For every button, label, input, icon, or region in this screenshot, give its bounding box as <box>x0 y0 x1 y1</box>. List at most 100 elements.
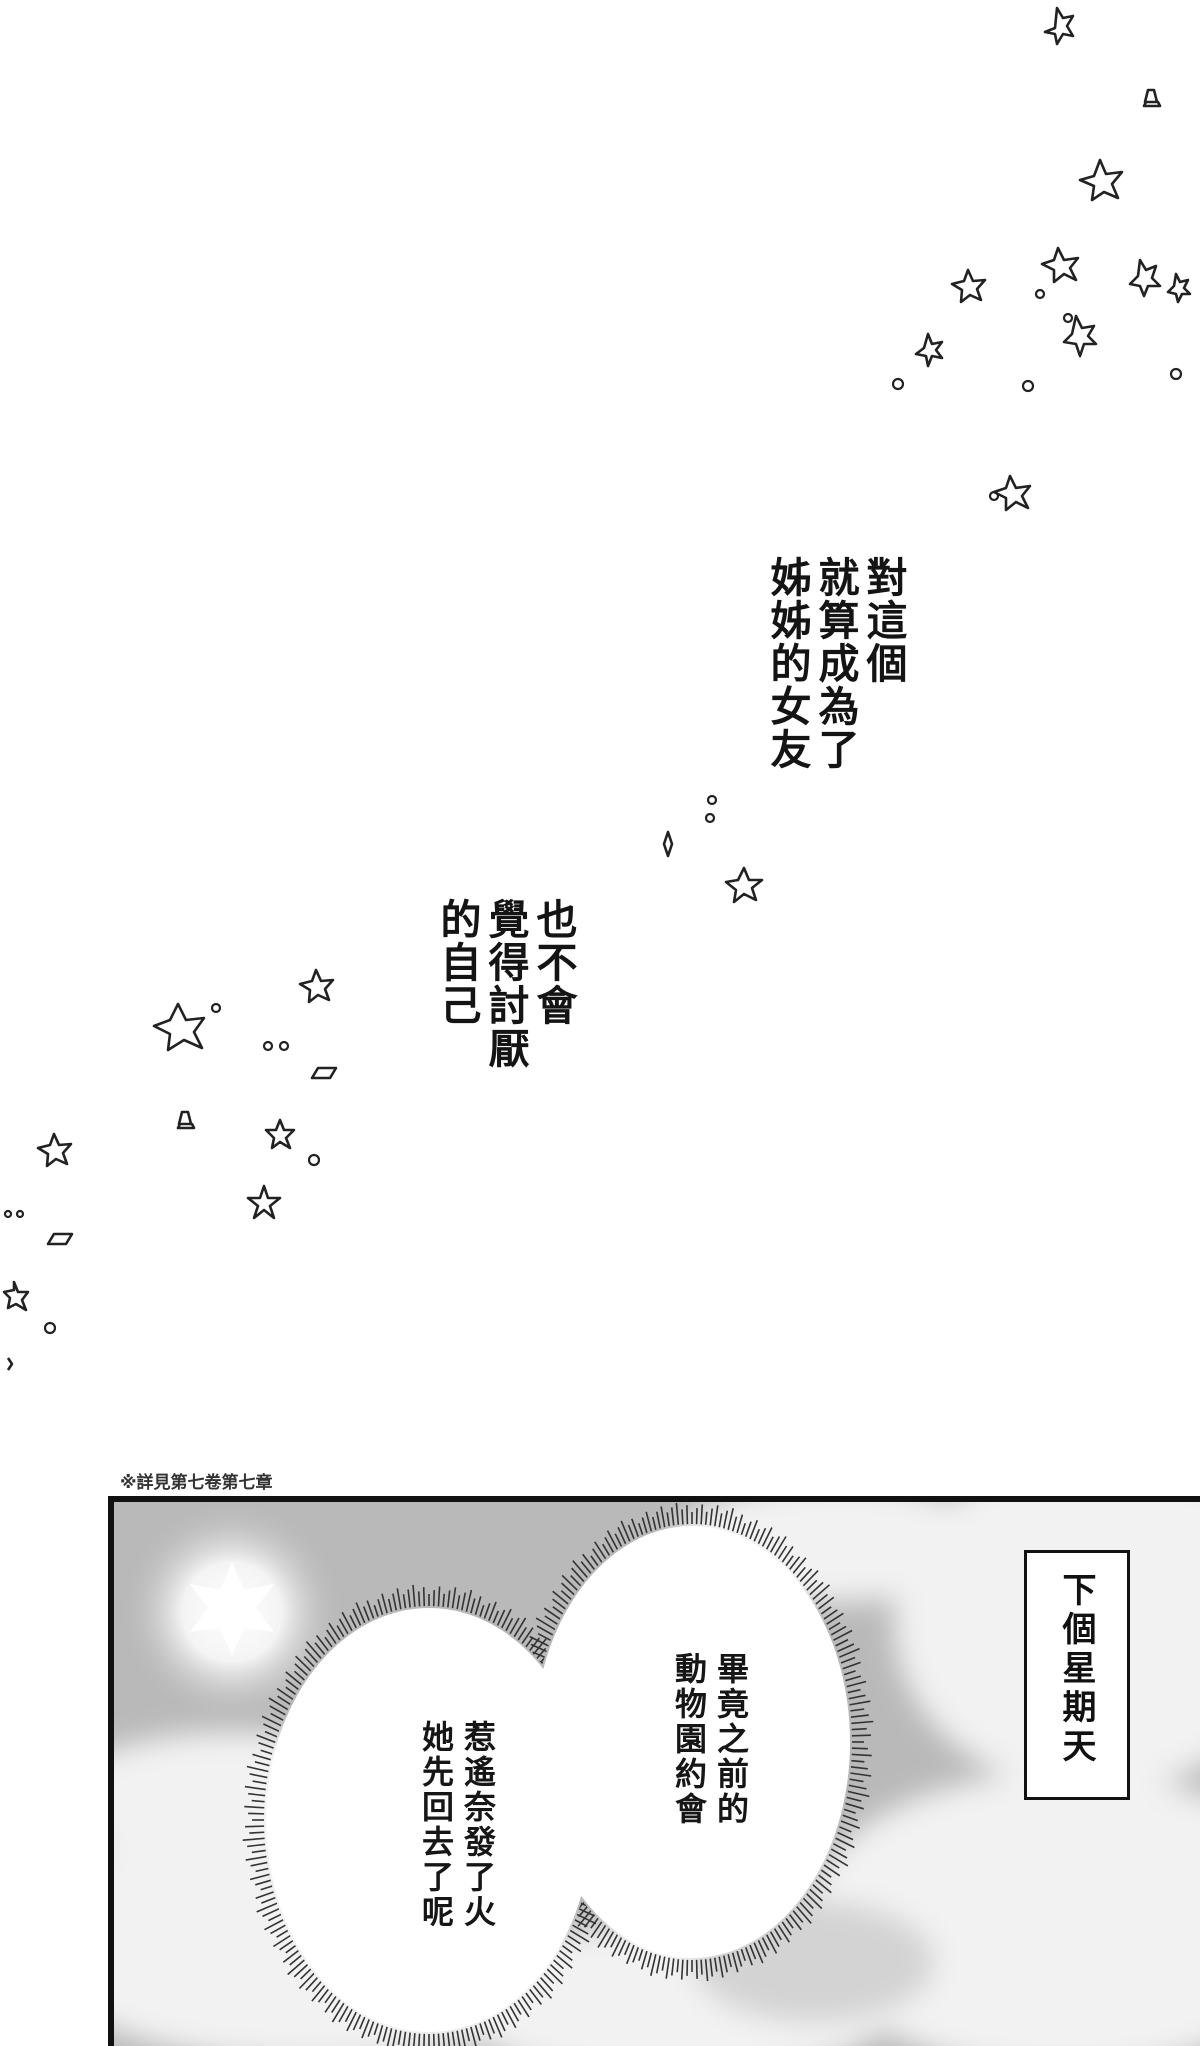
bubble-tick <box>461 2026 465 2046</box>
bubble-tick <box>572 1568 587 1584</box>
bubble-tick <box>327 1630 338 1647</box>
bubble-tick <box>662 1953 665 1971</box>
bubble-tick <box>261 1885 276 1890</box>
bubble-tick <box>657 1512 661 1533</box>
bubble-tick <box>244 1807 268 1808</box>
bubble-tick <box>259 1743 278 1750</box>
sparkle-icon <box>916 334 942 366</box>
bubble-tick <box>447 1591 449 1612</box>
bubble-tick <box>250 1774 272 1778</box>
bubble-tick <box>443 1594 444 1611</box>
bubble-tick <box>249 1832 268 1833</box>
bubble-tick <box>265 1732 281 1739</box>
bubble-tick <box>723 1511 727 1533</box>
bubble-tick <box>479 1605 484 1620</box>
bubble-right-line: 畢竟之前的 <box>712 1652 750 1827</box>
star-sparkles <box>4 8 1190 1370</box>
bubble-tick <box>452 1587 456 1612</box>
diamond-icon <box>48 1234 72 1244</box>
sparkle-icon <box>1042 248 1078 282</box>
bubble-tick <box>553 1599 569 1611</box>
bubble-tick <box>443 2029 445 2046</box>
bubble-tick <box>286 1680 302 1692</box>
bubble-tick <box>830 1631 852 1643</box>
bubble-tick <box>791 1558 806 1577</box>
bubble-tick <box>667 1512 670 1530</box>
bubble-tick <box>816 1873 832 1885</box>
narration-line: 就算成為了 <box>814 556 855 771</box>
bubble-tick <box>307 1642 324 1662</box>
bubble-tick <box>408 2029 410 2046</box>
bubble-tick <box>248 1813 268 1814</box>
bubble-tick <box>255 1762 273 1767</box>
bubble-tick <box>288 1958 308 1975</box>
bubble-tick <box>434 2030 435 2046</box>
bubble-tick <box>389 1599 393 1616</box>
bubble-tick <box>687 1505 688 1528</box>
bubble-tick <box>697 1508 698 1528</box>
bubble-tick <box>753 1939 763 1963</box>
bubble-tick <box>776 1922 789 1942</box>
bell-icon <box>178 1112 194 1128</box>
bubble-tick <box>277 1689 296 1702</box>
bubble-tick <box>761 1528 772 1551</box>
bubble-tick <box>677 1955 679 1972</box>
bubble-tick <box>562 1575 580 1593</box>
bubble-tick <box>666 1954 670 1979</box>
sparkle-icon <box>38 1134 71 1166</box>
bubble-tick <box>261 1896 279 1903</box>
bubble-tick <box>413 1585 415 1611</box>
diamond-icon <box>312 1068 336 1078</box>
bubble-tick <box>597 1922 607 1938</box>
bubble-tick <box>562 1939 581 1952</box>
bubble-tick <box>798 1900 813 1916</box>
sparkle-icon <box>1080 160 1122 200</box>
bubble-tick <box>791 1908 803 1923</box>
sparkle-icon <box>266 1120 294 1148</box>
bubble-tick <box>408 1590 411 1612</box>
bubble-tick <box>843 1796 861 1801</box>
bubble-tick <box>403 2028 407 2046</box>
bubble-tick <box>548 1962 564 1976</box>
bubble-tick <box>605 1537 615 1555</box>
bubble-tick <box>642 1518 648 1537</box>
bubble-tick <box>534 1979 551 1999</box>
bubble-tick <box>404 1594 407 1612</box>
bubble-tick <box>573 1561 590 1581</box>
bubble-tick <box>461 1593 465 1615</box>
bubble-tick <box>245 1826 268 1827</box>
bubble-tick <box>424 2030 425 2046</box>
bell-sparkles <box>48 90 1160 1244</box>
bubble-tick <box>418 2030 419 2046</box>
bubble-tick <box>842 1676 861 1682</box>
sparkle-icon <box>8 1358 12 1370</box>
bubble-tick <box>538 1975 553 1991</box>
bubble-tick <box>247 1767 272 1773</box>
bubble-tick <box>248 1794 269 1796</box>
bubble-tick <box>845 1695 866 1699</box>
sparkle-icon <box>248 1186 280 1218</box>
bubble-tick <box>251 1862 272 1866</box>
bubble-tick <box>848 1729 867 1730</box>
bubble-tick <box>424 1587 425 1610</box>
bubble-tick <box>740 1523 745 1538</box>
bubble-tick <box>846 1779 864 1782</box>
bubble-tick <box>545 1966 563 1983</box>
bubble-tick <box>256 1868 273 1872</box>
bubble-tick <box>807 1582 823 1597</box>
narration-line: 也不會 <box>532 898 573 1027</box>
bubble-tick <box>719 1953 723 1978</box>
bubble-tick <box>848 1754 872 1755</box>
bubble-tick <box>723 1952 727 1973</box>
bubble-tick <box>504 2006 516 2028</box>
bubble-tick <box>719 1513 722 1531</box>
bubble-tick <box>732 1517 737 1535</box>
bubble-tick <box>794 1904 811 1924</box>
bubble-tick <box>839 1814 858 1821</box>
bubble-tick <box>648 1949 653 1967</box>
bubble-tick <box>836 1825 852 1832</box>
bubble-left-line: 她先回去了呢 <box>417 1720 455 1930</box>
bubble-tick <box>393 2026 397 2046</box>
narration-line: 覺得討厭 <box>484 898 525 1070</box>
bubble-tick <box>844 1791 869 1797</box>
